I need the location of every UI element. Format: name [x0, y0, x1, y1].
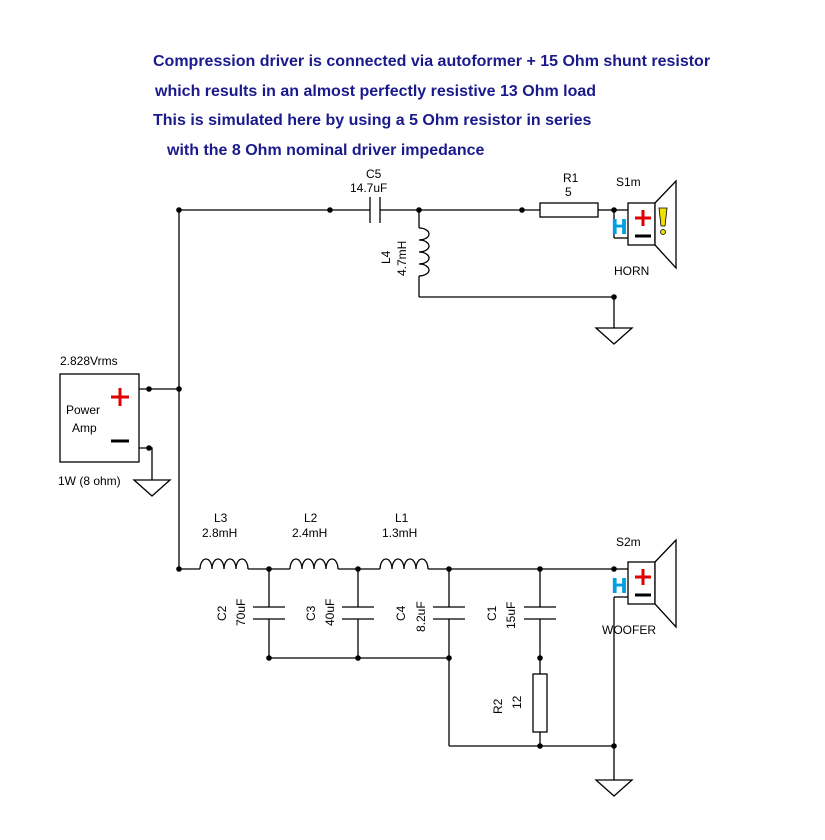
r2-value: 12 — [510, 695, 524, 709]
c3-value: 40uF — [323, 599, 337, 626]
note-line-2: which results in an almost perfectly res… — [154, 83, 596, 100]
r1-name: R1 — [563, 171, 579, 185]
r1-value: 5 — [565, 185, 572, 199]
c2-value: 70uF — [234, 599, 248, 626]
s1-warning-icon — [658, 207, 668, 227]
c1-value: 15uF — [504, 602, 518, 629]
c5-value: 14.7uF — [350, 181, 387, 195]
s2-name: S2m — [616, 535, 641, 549]
l4-value: 4.7mH — [395, 241, 409, 276]
r2-body — [532, 673, 548, 733]
node-bus-mid — [176, 386, 182, 392]
l2-name: L2 — [304, 511, 318, 525]
power-amp-box — [59, 373, 140, 463]
l1-value: 1.3mH — [382, 526, 417, 540]
s1-h-icon: H — [611, 215, 628, 239]
power-amp-label-2: Amp — [72, 421, 97, 435]
note-line-3: This is simulated here by using a 5 Ohm … — [153, 112, 591, 129]
note-line-1: Compression driver is connected via auto… — [153, 53, 710, 70]
s1-name: S1m — [616, 175, 641, 189]
source-power: 1W (8 ohm) — [58, 474, 121, 488]
l4-coil — [418, 227, 430, 277]
c4-name: C4 — [394, 605, 408, 621]
l1-coil — [379, 558, 429, 570]
l2-value: 2.4mH — [292, 526, 327, 540]
ground-icon-amp — [132, 479, 172, 497]
node-r1-in — [519, 207, 525, 213]
l4-name: L4 — [379, 250, 393, 264]
l3-value: 2.8mH — [202, 526, 237, 540]
c2-name: C2 — [215, 605, 229, 621]
ground-icon-horn — [594, 327, 634, 345]
note-line-4: with the 8 Ohm nominal driver impedance — [166, 142, 485, 159]
c4-value: 8.2uF — [414, 601, 428, 632]
s2-cone-icon — [654, 538, 677, 629]
power-amp-label-1: Power — [66, 403, 100, 417]
s1-warning-dot — [660, 229, 666, 235]
ground-icon-woofer — [594, 779, 634, 797]
node-c1-bottom — [537, 655, 543, 661]
l2-coil — [289, 558, 339, 570]
s1-label: HORN — [614, 264, 649, 278]
node-c5-in — [327, 207, 333, 213]
wire-amp-neg — [139, 447, 153, 480]
c5-name: C5 — [366, 167, 382, 181]
l3-name: L3 — [214, 511, 228, 525]
node-amp-neg — [146, 445, 152, 451]
node-amp-pos — [146, 386, 152, 392]
c1-name: C1 — [485, 605, 499, 621]
r2-name: R2 — [491, 698, 505, 714]
c3-name: C3 — [304, 605, 318, 621]
s2-label: WOOFER — [602, 623, 656, 637]
r1-body — [539, 202, 599, 218]
s2-h-icon: H — [611, 574, 628, 598]
l3-coil — [199, 558, 249, 570]
source-voltage: 2.828Vrms — [60, 354, 118, 368]
l1-name: L1 — [395, 511, 409, 525]
